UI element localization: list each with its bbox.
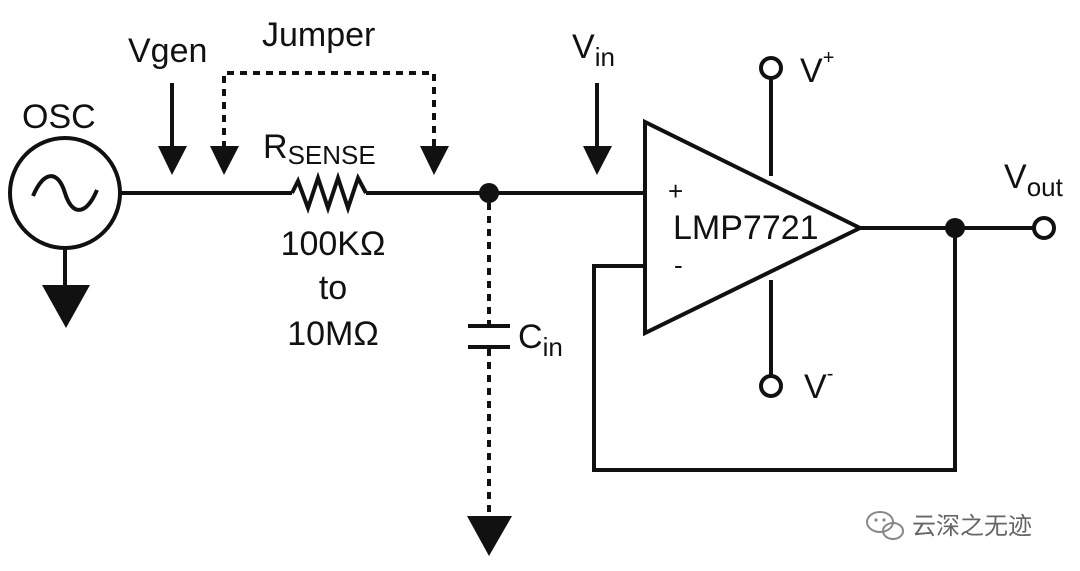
resistor-range-line-1: 100KΩ — [281, 225, 386, 263]
jumper-label: Jumper — [262, 16, 375, 54]
wechat-icon — [866, 511, 904, 540]
vin-label: Vin — [572, 28, 615, 72]
osc-label: OSC — [22, 98, 96, 136]
opamp-triangle — [643, 118, 865, 337]
input-capacitor — [467, 203, 512, 556]
resistor-range-line-2: to — [319, 269, 347, 307]
vin-probe-arrow — [583, 83, 612, 175]
osc-ground-symbol — [42, 248, 90, 328]
vplus-label: V+ — [800, 47, 834, 90]
opamp-part-label: LMP7721 — [673, 209, 819, 247]
positive-supply-terminal — [759, 56, 783, 176]
resistor-range-line-3: 10MΩ — [287, 315, 379, 353]
vgen-probe-arrow — [158, 83, 187, 175]
opamp-minus-input-label: - — [674, 250, 683, 280]
rsense-label: RSENSE — [263, 128, 376, 170]
oscillator-source — [8, 136, 122, 250]
sense-resistor — [290, 171, 368, 215]
feedback-loop-wire — [592, 228, 957, 472]
vminus-label: V- — [804, 363, 833, 406]
junction-node-input — [479, 183, 499, 203]
vgen-label: Vgen — [128, 32, 207, 70]
jumper-dashed-connection — [210, 71, 449, 175]
cin-label: Cin — [518, 318, 563, 362]
negative-supply-terminal — [759, 280, 783, 398]
vout-label: Vout — [1004, 158, 1064, 202]
output-terminal — [1032, 216, 1056, 240]
watermark-text: 云深之无迹 — [912, 512, 1032, 540]
opamp-plus-input-label: + — [668, 176, 683, 206]
